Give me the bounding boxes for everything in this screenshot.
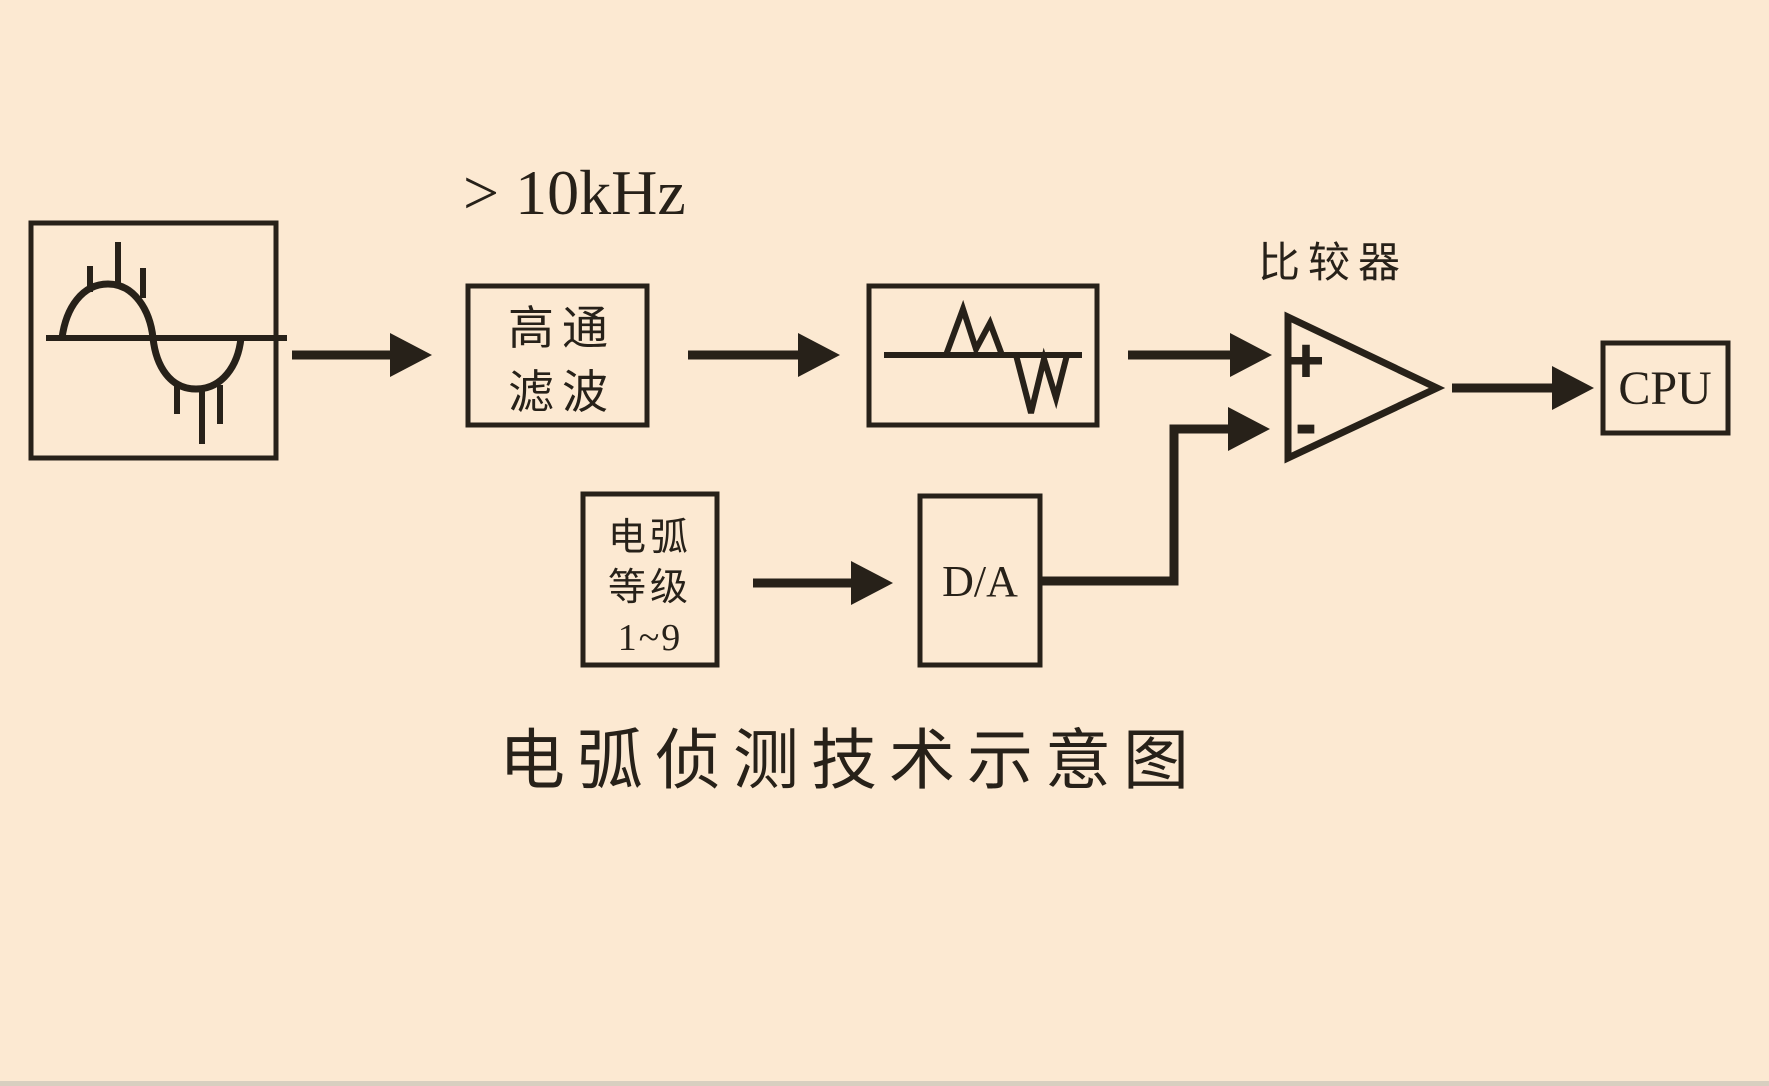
- dac-label: D/A: [942, 557, 1018, 606]
- input-signal-box: [28, 220, 287, 461]
- diagram-caption: 电弧侦测技术示意图: [499, 725, 1201, 798]
- filtered-signal-box: [866, 283, 1100, 428]
- high-pass-filter-label-line1: 高通: [508, 303, 616, 354]
- page-bottom-edge: [0, 1081, 1769, 1086]
- frequency-label: > 10kHz: [463, 157, 686, 228]
- arrow-input-to-filter: [292, 333, 432, 377]
- arrow-signal-to-comparator-plus: [1128, 333, 1272, 377]
- arc-spikes-bottom: [174, 385, 223, 444]
- high-pass-filter-box-frame: [465, 283, 650, 428]
- comparator-triangle: [1284, 311, 1446, 464]
- arrow-arclevel-to-dac: [753, 561, 893, 605]
- high-pass-filter-box: 高通 滤波: [465, 283, 650, 428]
- arrow-filter-to-signal: [688, 333, 840, 377]
- cpu-box: CPU: [1600, 340, 1731, 436]
- high-pass-filter-label-line2: 滤波: [508, 367, 616, 418]
- dac-box: D/A: [917, 493, 1043, 668]
- comparator-minus-sign: -: [1296, 399, 1316, 455]
- arc-level-box: 电弧 等级 1~9: [580, 491, 720, 668]
- arc-level-label-line3: 1~9: [618, 617, 683, 659]
- dac-to-comparator-connector: [1040, 407, 1270, 586]
- arc-spikes-top: [87, 242, 146, 298]
- comparator-label: 比较器: [1258, 240, 1408, 287]
- arc-noise-sine-wave-icon: [46, 242, 287, 444]
- arrow-comparator-to-cpu: [1452, 366, 1594, 410]
- filtered-spikes-path: [943, 299, 1070, 414]
- filtered-signal-box-frame: [866, 283, 1100, 428]
- dac-to-comparator-line: [1040, 424, 1230, 586]
- cpu-label: CPU: [1618, 362, 1711, 415]
- filtered-spike-waveform-icon: [884, 299, 1082, 414]
- arc-level-label-line2: 等级: [608, 567, 692, 609]
- arc-level-box-frame: [580, 491, 720, 668]
- comparator-plus-sign: +: [1286, 332, 1326, 388]
- cpu-box-frame: [1600, 340, 1731, 436]
- arc-level-label-line1: 电弧: [608, 517, 692, 559]
- comparator: + -: [1284, 311, 1446, 464]
